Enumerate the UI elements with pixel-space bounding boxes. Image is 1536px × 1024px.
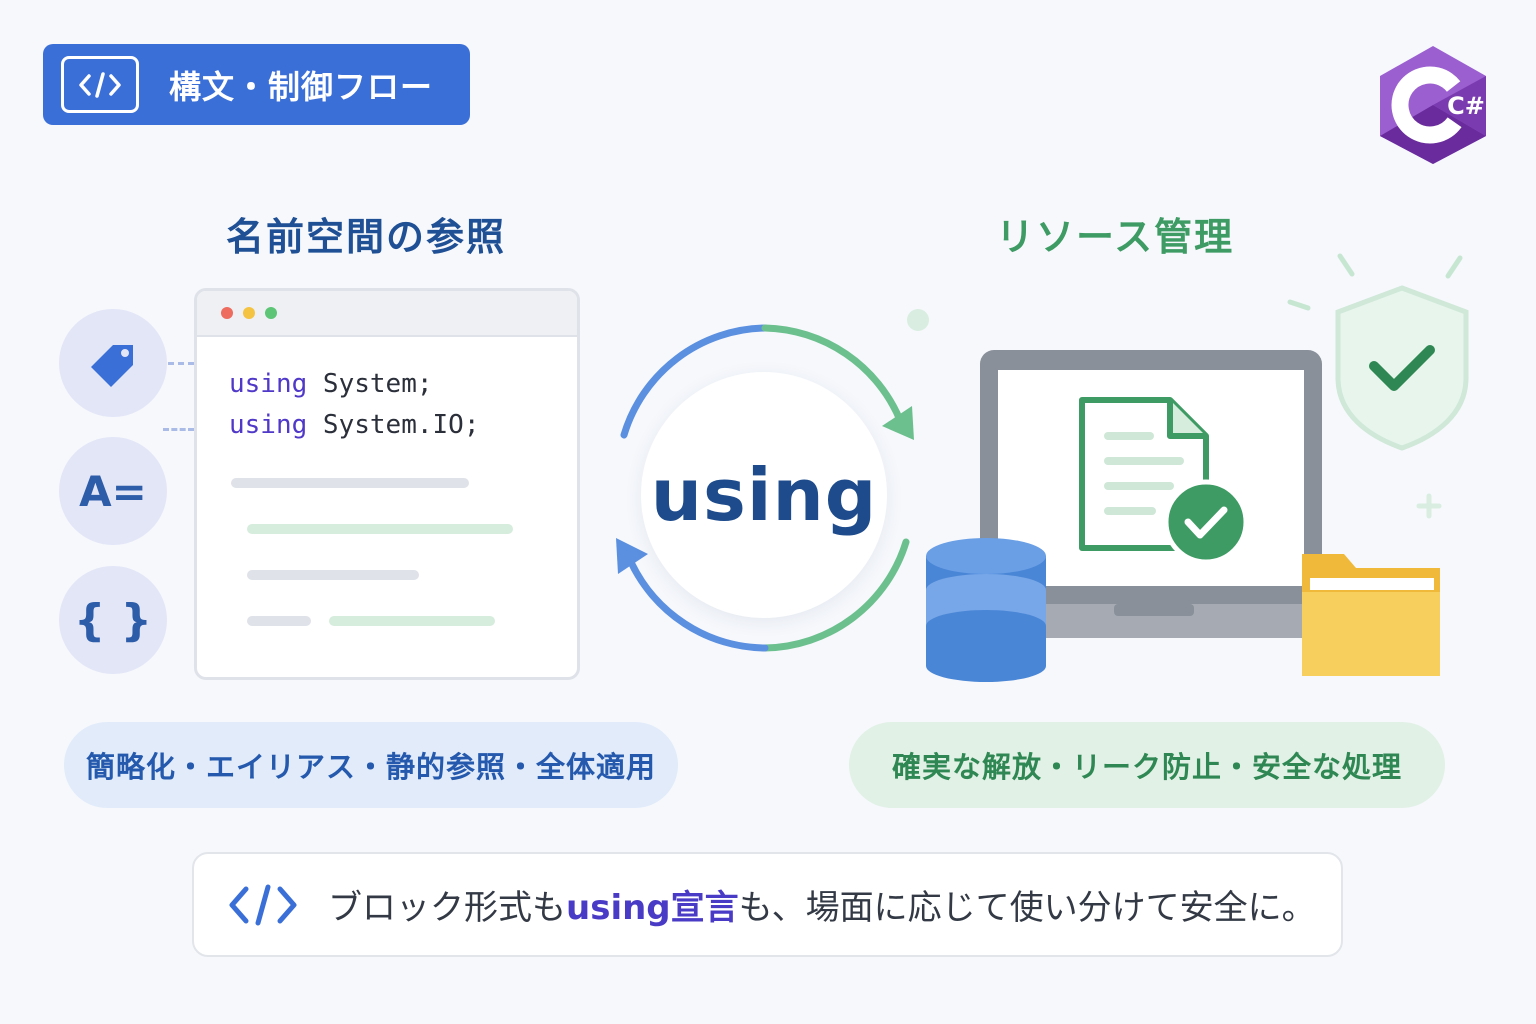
shield-check-icon: [1335, 285, 1469, 451]
connector-line: [163, 428, 194, 431]
namespace-title: 名前空間の参照: [226, 215, 507, 259]
code-line: using System.IO;: [229, 410, 480, 440]
resource-illustration: [907, 253, 1469, 682]
minimize-dot: [243, 307, 255, 319]
braces-icon: { }: [59, 566, 167, 674]
window-titlebar: [197, 291, 577, 337]
placeholder-line: [329, 616, 495, 626]
document-check-icon: [1079, 397, 1249, 565]
close-dot: [221, 307, 233, 319]
resource-title: リソース管理: [996, 215, 1235, 259]
using-keyword-circle: using: [641, 372, 887, 618]
tag-icon: [59, 309, 167, 417]
folder-icon: [1302, 554, 1440, 676]
code-line: using System;: [229, 369, 433, 399]
badge-label: 構文・制御フロー: [169, 67, 434, 106]
placeholder-line: [231, 478, 469, 488]
decor-dot: [907, 309, 929, 331]
code-icon: [61, 56, 139, 113]
alias-icon: A=: [59, 437, 167, 545]
note-highlight: using宣言: [566, 888, 739, 928]
summary-note: ブロック形式もusing宣言も、場面に応じて使い分けて安全に。: [192, 852, 1343, 957]
resource-features: 確実な解放・リーク防止・安全な処理: [849, 722, 1445, 808]
connector-line: [168, 362, 194, 365]
logo-text: C#: [1447, 92, 1485, 120]
maximize-dot: [265, 307, 277, 319]
cycle-arrows-icon: [616, 324, 914, 652]
placeholder-line: [247, 570, 419, 580]
database-icon: [926, 538, 1046, 682]
placeholder-line: [247, 616, 311, 626]
csharp-logo: C#: [1378, 44, 1488, 166]
namespace-features: 簡略化・エイリアス・静的参照・全体適用: [64, 722, 678, 808]
using-keyword: using: [650, 453, 878, 537]
note-text: ブロック形式もusing宣言も、場面に応じて使い分けて安全に。: [328, 888, 1316, 928]
code-window: using System; using System.IO;: [194, 288, 580, 680]
category-badge: 構文・制御フロー: [43, 44, 470, 125]
placeholder-line: [247, 524, 513, 534]
code-icon: [229, 884, 297, 925]
